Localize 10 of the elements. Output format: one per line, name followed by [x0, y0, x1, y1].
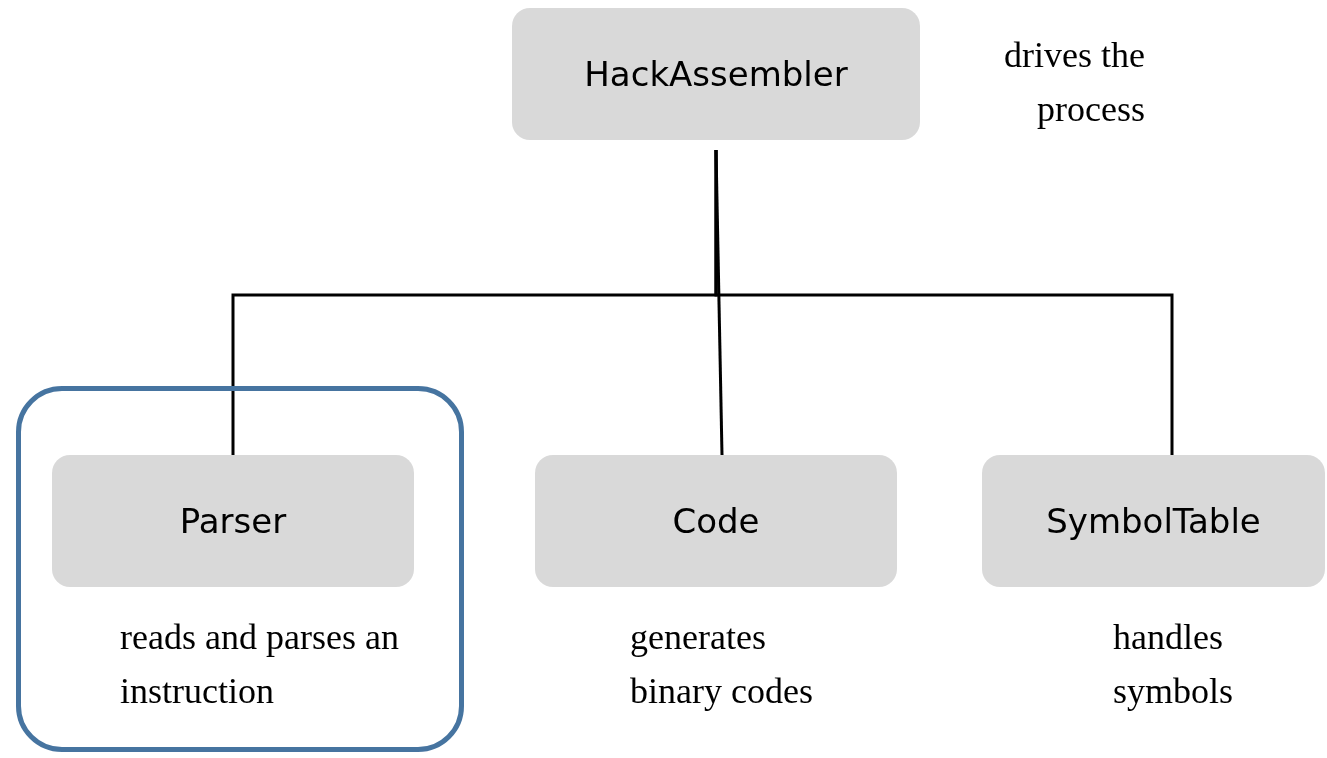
module-box: Parser — [52, 455, 414, 587]
module-box: SymbolTable — [982, 455, 1325, 587]
module-box: Code — [535, 455, 897, 587]
module-description: handles symbols — [1113, 616, 1235, 713]
module-description: generates binary codes — [630, 616, 814, 713]
module-description: drives the process — [1003, 34, 1145, 131]
module-description: reads and parses an instruction — [120, 616, 400, 713]
highlight-frame — [16, 386, 464, 752]
connector-line — [714, 150, 1174, 455]
module-box: HackAssembler — [512, 8, 920, 140]
